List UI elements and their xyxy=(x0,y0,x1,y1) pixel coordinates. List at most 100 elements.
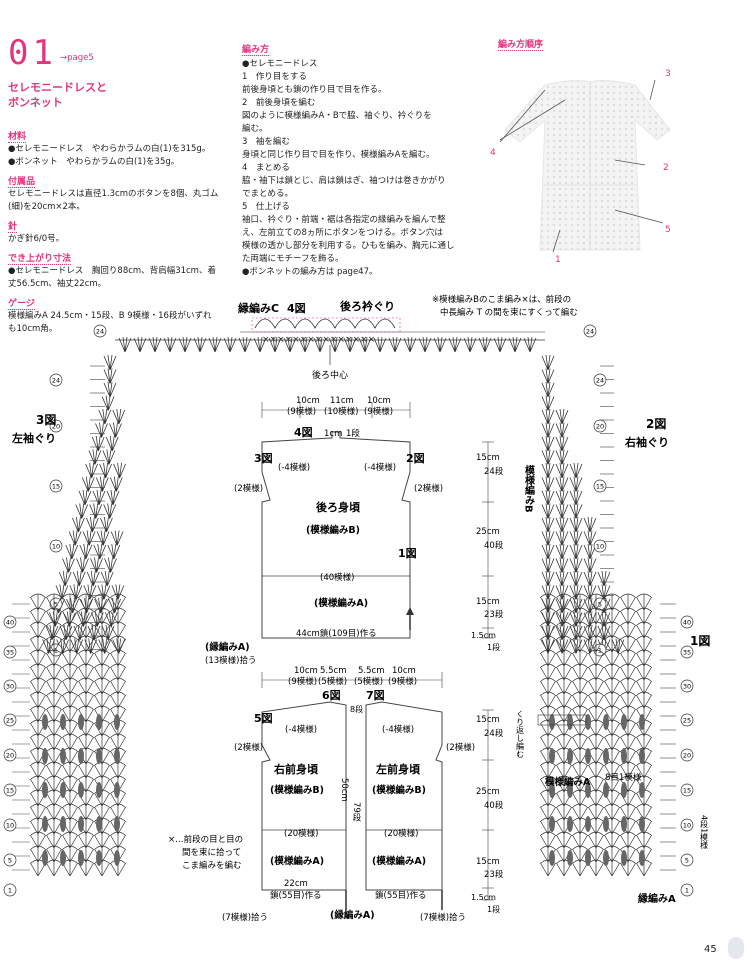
left-shell-stitch xyxy=(95,422,108,438)
right-shell-stitch xyxy=(555,530,569,546)
right-shell-stitch xyxy=(541,543,555,560)
howto-line: 編む。 xyxy=(242,124,268,134)
left-shell-stitch xyxy=(86,516,99,533)
right-fan-stitch xyxy=(571,831,589,849)
right-row-number-circle xyxy=(593,373,607,387)
left-shell-stitch xyxy=(104,611,118,627)
right-shell-stitch xyxy=(541,462,555,479)
back-dec-left: (-4模様) xyxy=(278,462,310,473)
right-fan-stitch xyxy=(539,691,557,709)
left-fan-stitch xyxy=(45,691,63,709)
page-number: 45 xyxy=(704,944,717,955)
left-shell-stitch xyxy=(109,476,123,492)
yoke-shell-stitch xyxy=(448,336,462,353)
right-fan-stitch xyxy=(587,677,605,695)
right-fan-stitch xyxy=(539,733,557,751)
front-dec-right: (-4模様) xyxy=(382,724,414,735)
gauge-line: も10cm角。 xyxy=(8,324,58,334)
left-row-number-circle xyxy=(3,883,17,897)
left-fan-stitch xyxy=(109,635,127,653)
right-shell-stitch xyxy=(569,543,583,560)
right-shell-stitch xyxy=(555,489,569,506)
left-fan-stitch xyxy=(29,831,47,849)
right-fan-stitch xyxy=(571,677,589,695)
left-row-number-circle xyxy=(49,539,63,553)
back-collar-label: 後ろ衿ぐり xyxy=(340,299,395,313)
right-fan-stitch xyxy=(555,635,573,653)
front-fig5: 5図 xyxy=(254,711,273,725)
right-front-chain-dim: 22cm xyxy=(284,879,308,889)
right-fan-stitch xyxy=(571,663,589,681)
crochet-chart: ××××××××××××××× 縁編みC 4図 後ろ衿ぐり 後ろ中心 ※模様編み… xyxy=(3,294,710,923)
right-fan-stitch xyxy=(539,607,557,625)
right-row-number: 5 xyxy=(685,857,689,865)
right-row-number-circle xyxy=(593,539,607,553)
right-shell-stitch xyxy=(555,462,569,479)
left-row-number: 35 xyxy=(6,649,14,657)
right-shell-stitch xyxy=(583,530,597,546)
left-shell-stitch xyxy=(72,570,86,587)
left-shell-stitch xyxy=(75,503,89,519)
right-front-title: 右前身頃 xyxy=(273,762,319,776)
left-shell-stitch xyxy=(100,570,114,587)
back-right-rows: 1段 xyxy=(487,642,500,652)
left-shell-stitch xyxy=(85,462,98,479)
left-cluster-stitch xyxy=(114,714,120,730)
left-shell-stitch xyxy=(91,435,105,452)
right-shell-stitch xyxy=(555,422,569,438)
left-shell-stitch xyxy=(89,503,103,519)
left-shell-stitch xyxy=(87,624,101,641)
right-shell-stitch xyxy=(541,422,555,438)
left-fan-stitch xyxy=(109,761,127,779)
back-pattern-a: (模様編みA) xyxy=(314,597,368,609)
left-row-number: 25 xyxy=(6,717,14,725)
back-side-right: (2模様) xyxy=(414,483,443,494)
back-right-dim: 15cm xyxy=(476,597,500,607)
left-shell-stitch xyxy=(81,476,95,492)
right-fan-stitch xyxy=(635,677,653,695)
left-row-number: 24 xyxy=(52,377,60,385)
size-heading: でき上がり寸法 xyxy=(8,251,72,265)
right-row-number: 20 xyxy=(683,752,691,760)
left-fan-stitch xyxy=(29,635,47,653)
left-fan-stitch xyxy=(29,649,47,667)
materials-heading: 材料 xyxy=(8,129,27,143)
right-row-number-circle xyxy=(680,679,694,693)
left-cluster-stitch xyxy=(78,850,84,866)
left-fan-stitch xyxy=(29,733,47,751)
left-fan-stitch xyxy=(93,593,111,611)
front-right-rows: 1段 xyxy=(487,904,500,914)
yoke-shell-stitch xyxy=(208,336,222,353)
right-cluster-stitch xyxy=(603,816,609,832)
order-number: 4 xyxy=(490,148,496,158)
left-row-number: 30 xyxy=(6,683,14,691)
right-row-number-circle xyxy=(680,615,694,629)
left-row-number: 20 xyxy=(52,423,60,431)
left-fan-stitch xyxy=(61,831,79,849)
right-fan-stitch xyxy=(539,663,557,681)
left-front-title: 左前身頃 xyxy=(375,762,421,776)
front-neck-rows: 8段 xyxy=(350,704,363,714)
right-row-number: 5 xyxy=(598,601,602,609)
right-cluster-stitch xyxy=(549,850,555,866)
back-fig2: 2図 xyxy=(406,451,425,465)
left-fan-stitch xyxy=(77,677,95,695)
right-shell-stitch xyxy=(569,462,583,479)
back-fig3: 3図 xyxy=(254,451,273,465)
right-shell-stitch xyxy=(541,354,555,371)
right-fan-stitch xyxy=(619,691,637,709)
right-fan-stitch xyxy=(539,593,557,611)
left-shell-stitch xyxy=(103,354,117,371)
right-shell-stitch xyxy=(555,557,569,573)
front-top-pattern: (5模様) xyxy=(354,676,383,687)
right-fan-stitch xyxy=(635,663,653,681)
yoke-row-number: 24 xyxy=(96,328,104,336)
yoke-shell-stitch xyxy=(508,336,522,353)
yoke-shell-stitch xyxy=(163,336,177,353)
left-cluster-stitch xyxy=(78,782,84,798)
left-fan-stitch xyxy=(93,733,111,751)
right-shell-stitch xyxy=(611,638,625,654)
left-shell-stitch xyxy=(112,408,126,425)
right-row-number-circle xyxy=(593,419,607,433)
right-fan-stitch xyxy=(555,677,573,695)
